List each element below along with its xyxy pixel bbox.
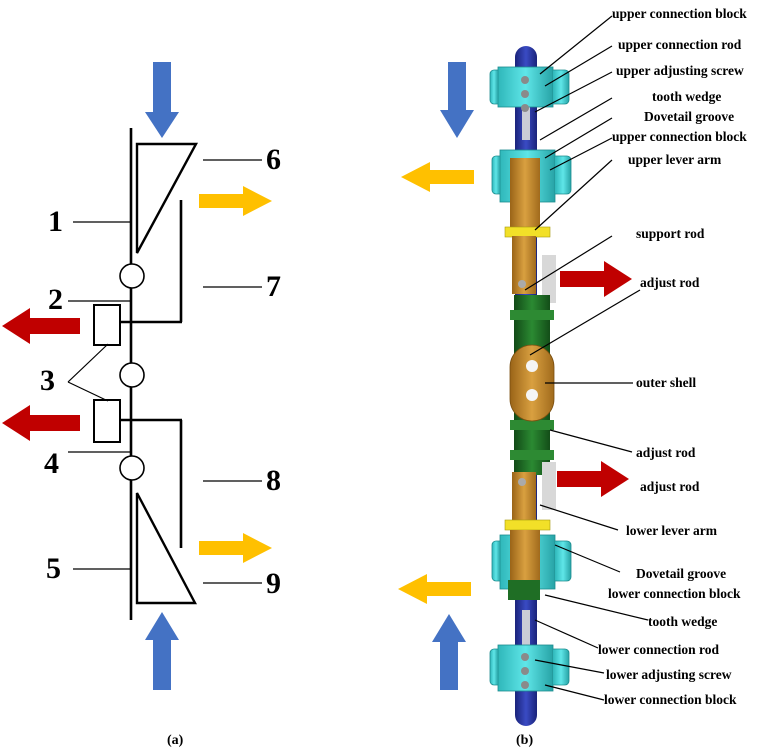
label-upper-connection-block-top: upper connection block [612, 6, 747, 21]
label-adjust-rod-2: adjust rod [636, 445, 696, 460]
label-upper-connection-rod: upper connection rod [618, 37, 742, 52]
orange-arrow-right-lower-a [199, 533, 272, 563]
label-3: 3 [40, 364, 55, 397]
caption-b: (b) [516, 733, 533, 748]
upper-connection-block-2 [491, 149, 572, 228]
label-8: 8 [266, 464, 281, 497]
label-9: 9 [266, 567, 281, 600]
blue-arrow-down-a [145, 62, 179, 138]
label-upper-connection-block-2: upper connection block [612, 129, 747, 144]
upper-rod-silver [522, 100, 530, 140]
lower-rod-silver [522, 610, 530, 650]
panel-a-schematic: 1 2 3 4 5 6 7 8 9 (a) [2, 62, 281, 748]
lower-hinge [119, 455, 145, 481]
blue-arrow-up-b [432, 614, 466, 690]
label-upper-lever-arm: upper lever arm [628, 152, 722, 167]
lower-connection-block-1 [491, 530, 572, 600]
label-1: 1 [48, 205, 63, 238]
caption-a: (a) [167, 733, 184, 748]
orange-arrow-right-upper-a [199, 186, 272, 216]
red-arrow-left-lower-a [2, 405, 80, 441]
upper-lever-arm [504, 226, 556, 303]
label-6: 6 [266, 143, 281, 176]
panel-b-rendering: upper connection block upper connection … [398, 6, 747, 748]
label-outer-shell: outer shell [636, 375, 696, 390]
red-arrow-right-lower-b [557, 461, 629, 497]
callout-leaders [524, 15, 649, 701]
label-5: 5 [46, 552, 61, 585]
label-upper-adjusting-screw: upper adjusting screw [616, 63, 744, 78]
middle-hinge [119, 362, 145, 388]
leader-3b [67, 381, 109, 402]
label-lower-connection-block-1: lower connection block [608, 586, 741, 601]
blue-arrow-up-a [145, 612, 179, 690]
label-tooth-wedge-top: tooth wedge [652, 89, 721, 104]
orange-arrow-left-lower-b [398, 574, 471, 604]
label-lower-connection-block-2: lower connection block [604, 692, 737, 707]
label-lower-lever-arm: lower lever arm [626, 523, 718, 538]
lower-adjust-block [93, 399, 121, 443]
upper-hinge [119, 263, 145, 289]
orange-arrow-left-upper-b [401, 162, 474, 192]
red-arrow-left-upper-a [2, 308, 80, 344]
label-dovetail-groove-top: Dovetail groove [644, 109, 734, 124]
top-connection-block [489, 66, 570, 112]
leader-3a [67, 343, 109, 383]
label-4: 4 [44, 447, 59, 480]
label-lower-connection-rod: lower connection rod [598, 642, 719, 657]
label-lower-adjusting-screw: lower adjusting screw [606, 667, 732, 682]
label-7: 7 [266, 270, 281, 303]
lower-lever-arm [504, 472, 551, 532]
label-adjust-rod-3: adjust rod [640, 479, 700, 494]
label-support-rod: support rod [636, 226, 705, 241]
label-2: 2 [48, 283, 63, 316]
green-body [509, 295, 556, 510]
lower-wedge [135, 492, 197, 605]
red-arrow-right-upper-b [560, 261, 632, 297]
upper-wedge [135, 142, 199, 254]
label-tooth-wedge-bottom: tooth wedge [648, 614, 717, 629]
label-adjust-rod-1: adjust rod [640, 275, 700, 290]
upper-adjust-block [93, 304, 121, 346]
blue-arrow-down-b [440, 62, 474, 138]
bottom-connection-block [489, 644, 570, 692]
label-dovetail-groove-bottom: Dovetail groove [636, 566, 726, 581]
